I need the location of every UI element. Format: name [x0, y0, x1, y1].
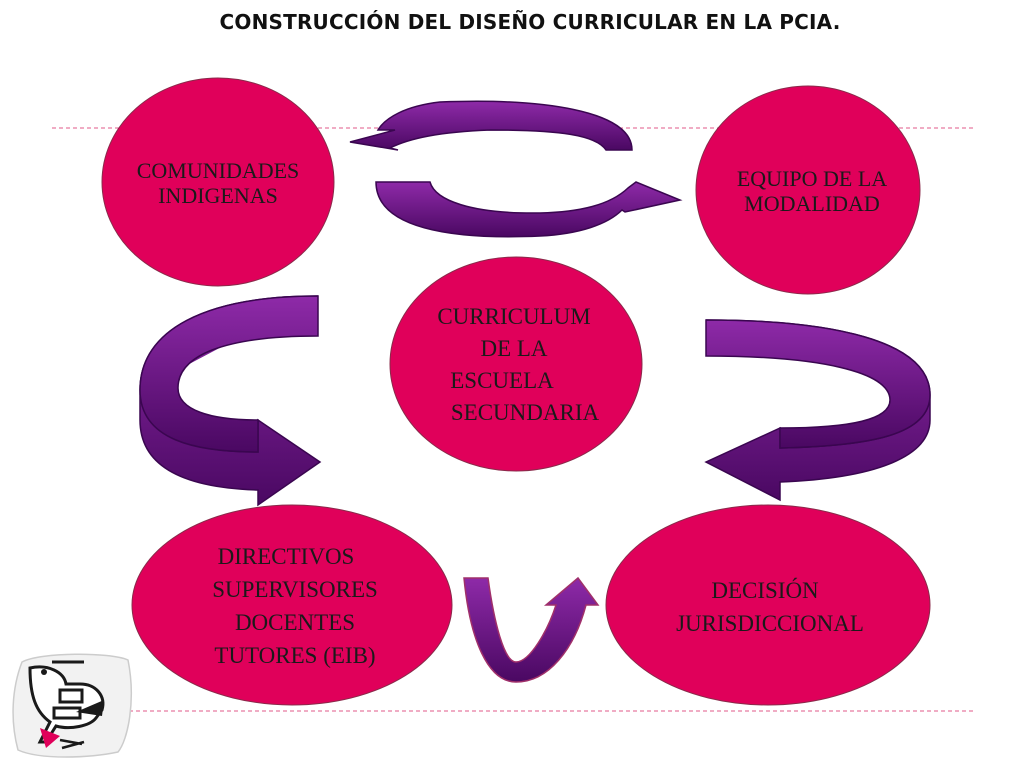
label-line: INDIGENAS [158, 183, 278, 208]
top-left-curved-arrow-icon [349, 100, 633, 151]
label-curriculum: CURRICULUM DE LA ESCUELA SECUNDARIA [400, 298, 628, 432]
left-curved-arrow-band [139, 295, 319, 453]
label-line: DIRECTIVOS [217, 544, 355, 569]
node-directivos [131, 504, 453, 706]
label-line: SUPERVISORES [212, 577, 378, 602]
label-line: CURRICULUM [437, 304, 591, 329]
label-line: JURISDICCIONAL [676, 611, 864, 636]
node-comunidades-indigenas [101, 77, 335, 287]
label-directivos: DIRECTIVOS SUPERVISORES DOCENTES TUTORES… [170, 540, 420, 672]
label-decision-jurisdiccional: DECISIÓN JURISDICCIONAL [630, 572, 910, 642]
node-decision-jurisdiccional [605, 504, 931, 706]
label-line: DE LA [480, 336, 548, 361]
label-line: DOCENTES [234, 610, 356, 635]
top-right-curved-arrow-icon [375, 181, 683, 238]
page-title: CONSTRUCCIÓN DEL DISEÑO CURRICULAR EN LA… [219, 10, 841, 34]
stylized-bird-logo-icon [12, 653, 133, 758]
node-equipo-modalidad [695, 85, 921, 295]
label-line: DECISIÓN [711, 578, 819, 603]
label-line: COMUNIDADES [136, 158, 300, 183]
label-comunidades-indigenas: COMUNIDADES INDIGENAS [102, 150, 334, 216]
label-equipo-modalidad: EQUIPO DE LA MODALIDAD [698, 158, 926, 224]
label-line: ESCUELA [450, 368, 554, 393]
label-line: TUTORES (EIB) [214, 643, 376, 668]
label-line: EQUIPO DE LA [736, 166, 888, 191]
bottom-u-arrow-icon [463, 576, 600, 683]
label-line: SECUNDARIA [450, 400, 600, 425]
label-line: MODALIDAD [744, 191, 880, 216]
node-curriculum [389, 256, 643, 472]
right-curved-arrow-band [705, 319, 931, 449]
